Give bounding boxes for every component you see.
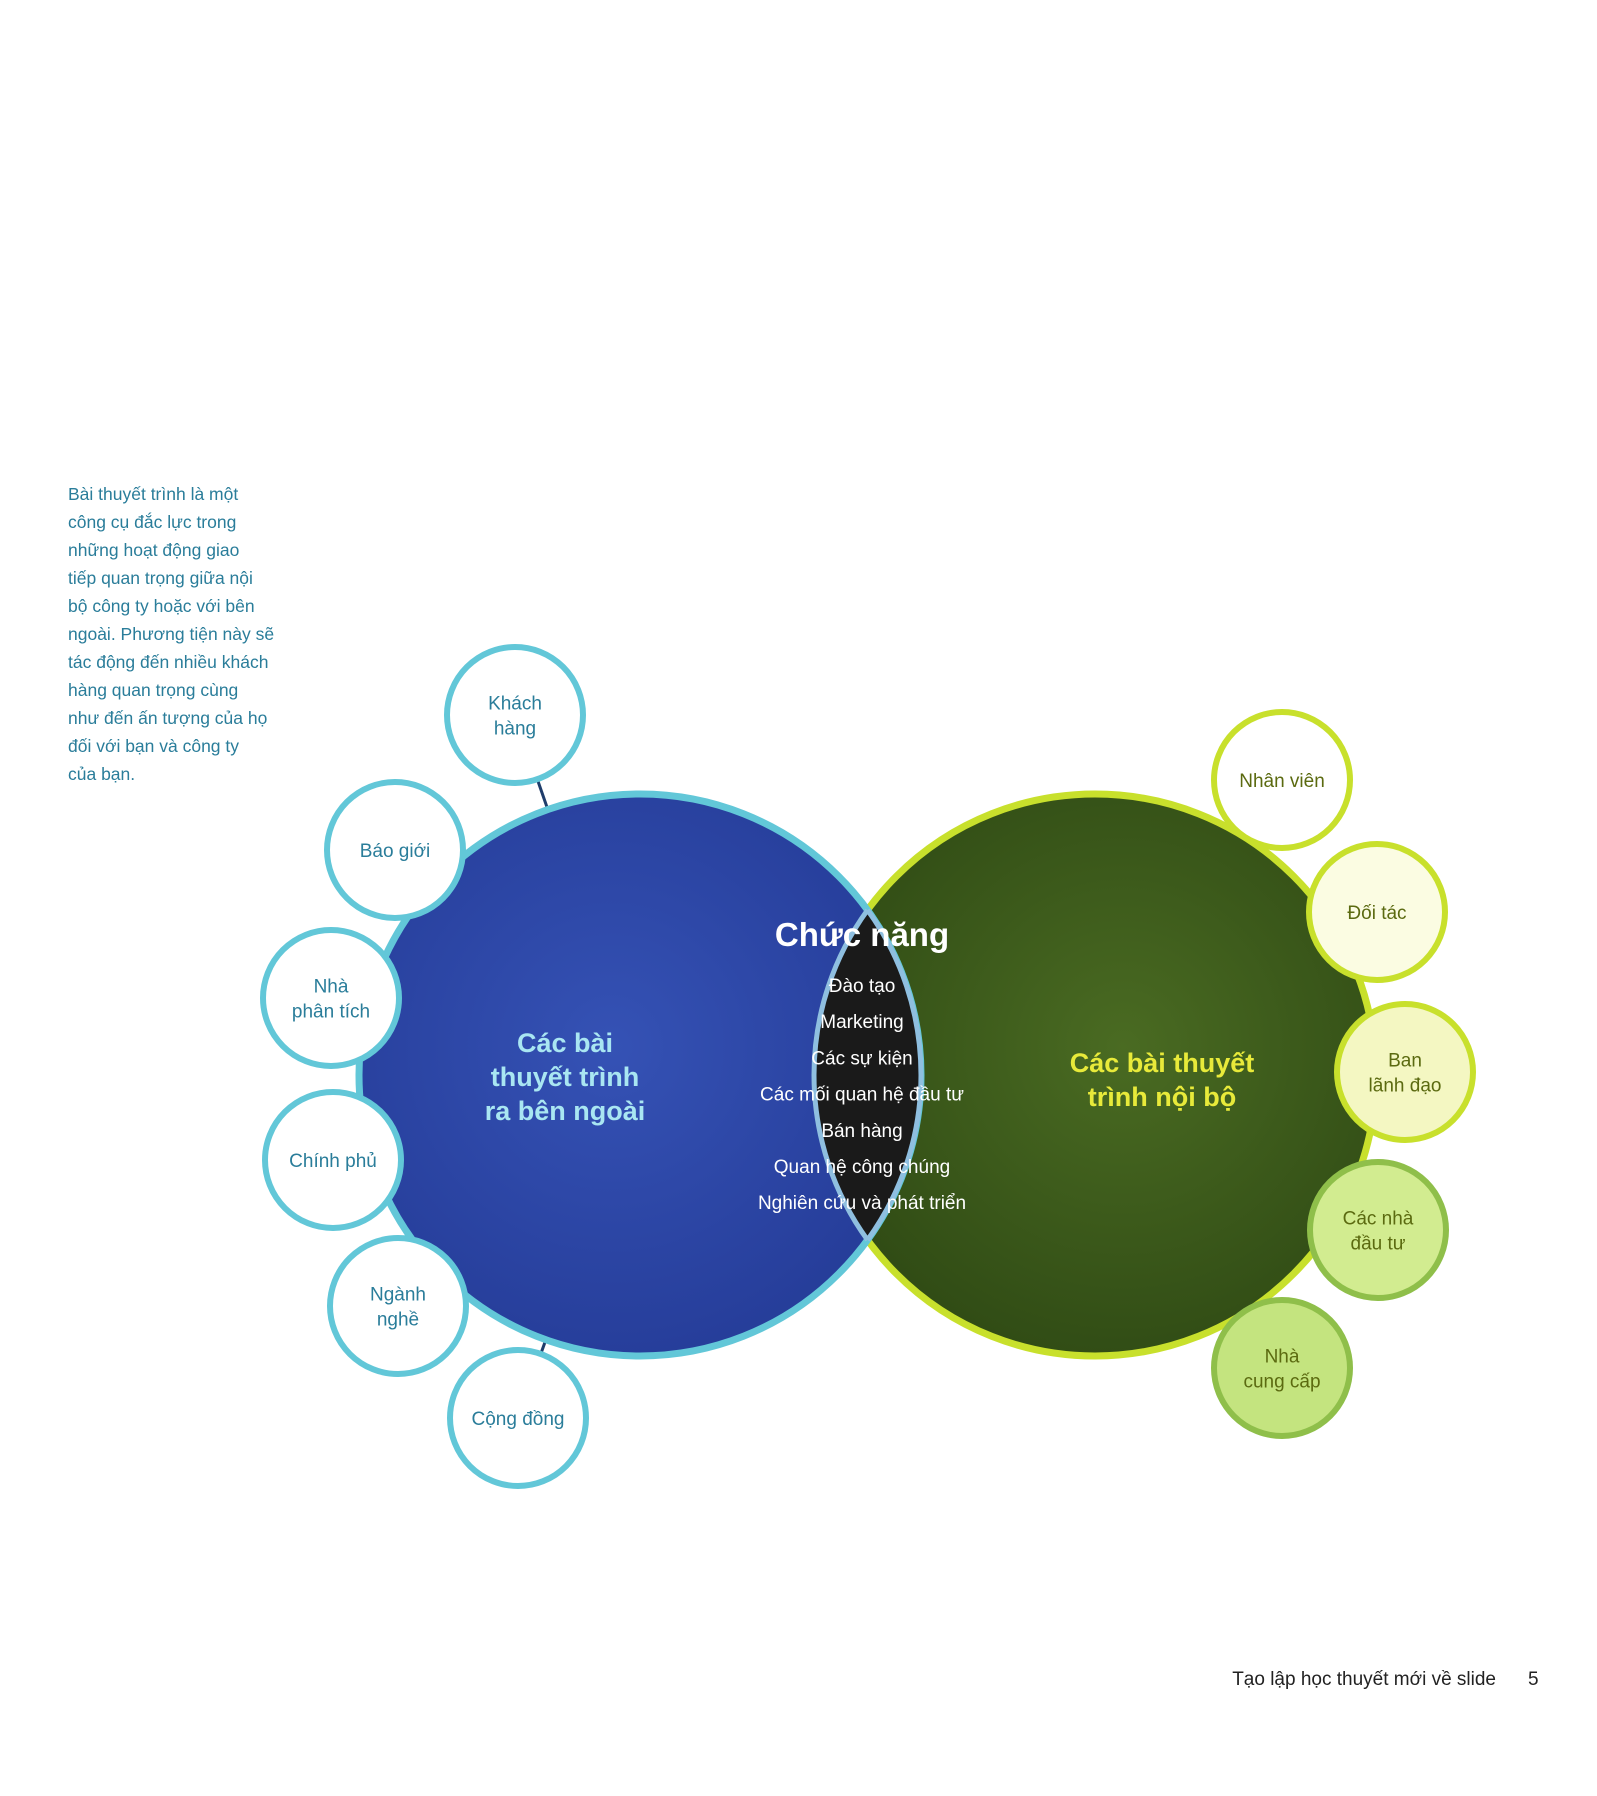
external-audience-label: hàng <box>494 719 536 740</box>
main-circles <box>355 790 1380 1360</box>
external-audience-circle <box>262 1089 404 1231</box>
internal-presentations-label: trình nội bộ <box>1088 1082 1236 1112</box>
internal-audience-label: lãnh đạo <box>1369 1076 1442 1097</box>
satellites <box>260 644 1476 1489</box>
side-note-line: tác động đến nhiều khách <box>68 652 269 672</box>
side-note-line: ngoài. Phương tiện này sẽ <box>68 624 275 644</box>
internal-audience-label: Đối tác <box>1347 903 1406 924</box>
internal-audience-circle <box>1307 1159 1449 1301</box>
side-note-line: bộ công ty hoặc với bên <box>68 596 255 616</box>
external-audience-label: phân tích <box>292 1002 370 1023</box>
internal-audience-label: cung cấp <box>1243 1372 1320 1393</box>
side-note: Bài thuyết trình là một công cụ đắc lực t… <box>68 480 308 788</box>
internal-audience-circle <box>1211 1297 1353 1439</box>
external-audience-label: Khách <box>488 694 542 715</box>
lens-border-right <box>865 908 924 1242</box>
external-presentations-label: Các bài <box>517 1028 613 1058</box>
page-number: 5 <box>1528 1669 1539 1690</box>
function-item: Bán hàng <box>821 1121 902 1142</box>
function-item: Các mối quan hệ đầu tư <box>760 1085 964 1106</box>
internal-audience-circle <box>1306 841 1448 983</box>
side-note-line: tiếp quan trọng giữa nội <box>68 568 253 588</box>
external-audience-circle <box>260 927 402 1069</box>
function-item: Marketing <box>820 1012 903 1033</box>
side-note-line: Bài thuyết trình là một <box>68 484 239 504</box>
left-connector-line <box>535 778 549 808</box>
external-audience-circle <box>324 779 466 921</box>
internal-presentations-label: Các bài thuyết <box>1070 1048 1255 1078</box>
external-audience-label: Ngành <box>370 1285 426 1306</box>
side-note-line: những hoạt động giao <box>68 540 240 560</box>
external-presentations-label: ra bên ngoài <box>485 1096 646 1126</box>
function-item: Quan hệ công chúng <box>774 1157 950 1178</box>
side-note-line: hàng quan trọng cùng <box>68 680 239 700</box>
function-item: Các sự kiện <box>811 1048 912 1069</box>
function-item: Đào tạo <box>829 976 896 997</box>
internal-audience-circle <box>1211 709 1353 851</box>
functions-title: Chức năng <box>775 916 949 953</box>
side-note-line: của bạn. <box>68 764 136 784</box>
external-audience-label: nghề <box>377 1310 419 1331</box>
internal-audience-label: Các nhà <box>1343 1209 1414 1230</box>
external-audience-circle <box>444 644 586 786</box>
external-audience-label: Chính phủ <box>289 1151 377 1172</box>
internal-audience-label: Nhân viên <box>1239 771 1325 792</box>
internal-audience-label: Nhà <box>1265 1347 1300 1368</box>
external-audience-label: Báo giới <box>360 841 431 862</box>
internal-audience-circle <box>1334 1001 1476 1143</box>
external-presentations-label: thuyết trình <box>491 1062 640 1092</box>
internal-audience-label: Ban <box>1388 1051 1422 1072</box>
external-audience-circle <box>327 1235 469 1377</box>
lens-border-left <box>811 908 870 1242</box>
side-note-line: đối với bạn và công ty <box>68 736 240 756</box>
footer-title: Tạo lập học thuyết mới về slide <box>1232 1669 1496 1690</box>
side-note-line: công cụ đắc lực trong <box>68 512 237 532</box>
function-item: Nghiên cứu và phát triển <box>758 1193 966 1214</box>
internal-audience-label: đầu tư <box>1351 1234 1406 1255</box>
side-note-line: như đến ấn tượng của họ <box>68 708 268 728</box>
external-audience-label: Cộng đồng <box>472 1409 565 1430</box>
external-audience-circle <box>447 1347 589 1489</box>
external-audience-label: Nhà <box>314 977 349 998</box>
